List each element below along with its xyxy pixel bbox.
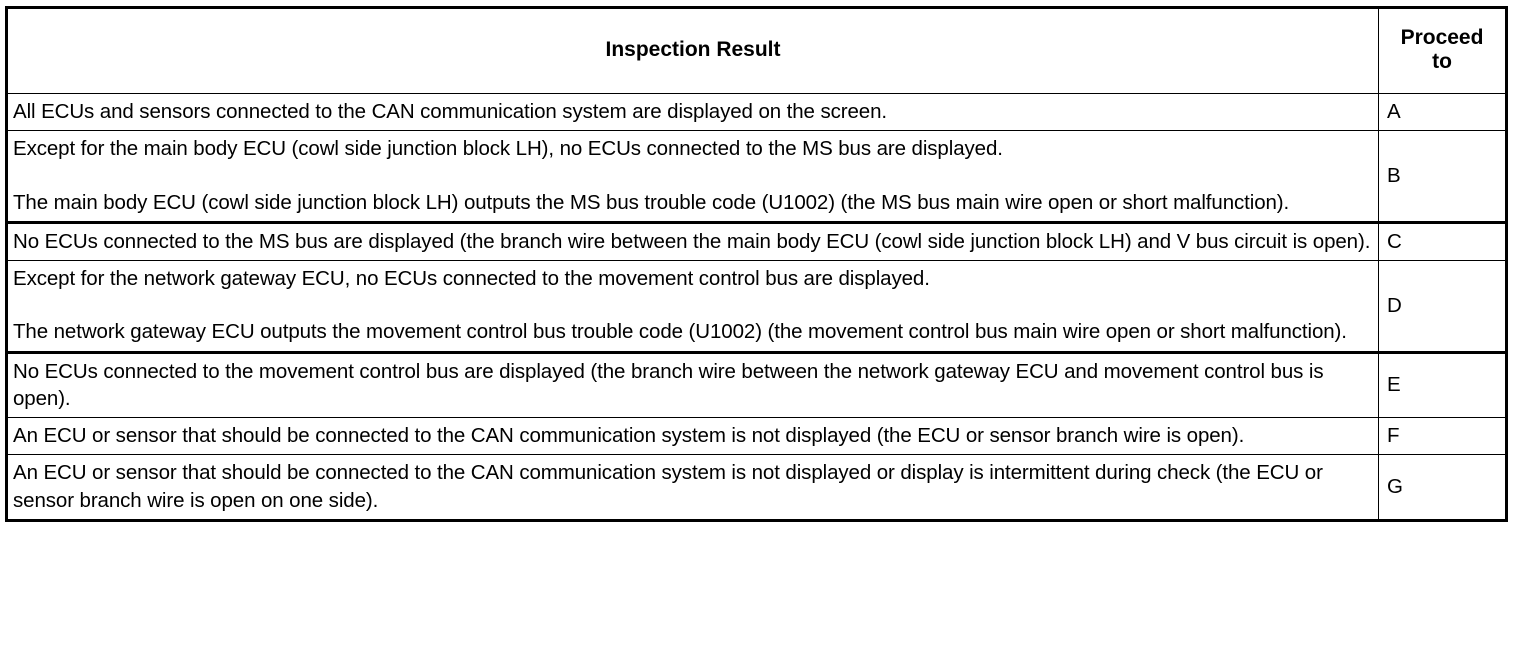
table-header-row: Inspection Result Proceed to	[6, 7, 1507, 94]
cell-proceed-to: B	[1378, 130, 1507, 224]
cell-proceed-to: C	[1378, 221, 1507, 262]
column-header-proceed-to: Proceed to	[1378, 7, 1507, 94]
cell-inspection-result: Except for the main body ECU (cowl side …	[6, 130, 1379, 224]
cell-inspection-result: No ECUs connected to the MS bus are disp…	[6, 221, 1379, 262]
result-paragraph: An ECU or sensor that should be connecte…	[13, 424, 1245, 447]
cell-proceed-to: G	[1378, 454, 1507, 521]
table-row: No ECUs connected to the movement contro…	[6, 351, 1507, 418]
result-paragraph: No ECUs connected to the MS bus are disp…	[13, 229, 1371, 253]
result-paragraph: An ECU or sensor that should be connecte…	[13, 461, 1323, 512]
table-row: An ECU or sensor that should be connecte…	[6, 454, 1507, 521]
cell-proceed-to: F	[1378, 416, 1507, 456]
result-paragraph: No ECUs connected to the movement contro…	[13, 359, 1324, 410]
result-paragraph: Except for the main body ECU (cowl side …	[13, 137, 1003, 161]
cell-proceed-to: A	[1378, 92, 1507, 132]
table-row: An ECU or sensor that should be connecte…	[6, 416, 1507, 456]
cell-inspection-result: An ECU or sensor that should be connecte…	[6, 454, 1379, 521]
result-paragraph: All ECUs and sensors connected to the CA…	[13, 100, 887, 123]
table-body: All ECUs and sensors connected to the CA…	[6, 92, 1507, 521]
table-header: Inspection Result Proceed to	[6, 7, 1507, 94]
table-row: No ECUs connected to the MS bus are disp…	[6, 221, 1507, 262]
column-header-inspection-result: Inspection Result	[6, 7, 1379, 94]
result-paragraph: The network gateway ECU outputs the move…	[13, 320, 1347, 344]
result-paragraph: The main body ECU (cowl side junction bl…	[13, 190, 1290, 214]
cell-inspection-result: An ECU or sensor that should be connecte…	[6, 416, 1379, 456]
table-row: All ECUs and sensors connected to the CA…	[6, 92, 1507, 132]
table-row: Except for the main body ECU (cowl side …	[6, 130, 1507, 224]
cell-inspection-result: All ECUs and sensors connected to the CA…	[6, 92, 1379, 132]
cell-inspection-result: No ECUs connected to the movement contro…	[6, 351, 1379, 418]
cell-inspection-result: Except for the network gateway ECU, no E…	[6, 260, 1379, 354]
inspection-result-table: Inspection Result Proceed to All ECUs an…	[5, 6, 1508, 522]
proceed-to-label-line2: to	[1432, 50, 1452, 73]
cell-proceed-to: D	[1378, 260, 1507, 354]
result-paragraph: Except for the network gateway ECU, no E…	[13, 267, 930, 290]
inspection-result-table-wrapper: Inspection Result Proceed to All ECUs an…	[5, 6, 1508, 522]
cell-proceed-to: E	[1378, 351, 1507, 418]
proceed-to-label-line1: Proceed	[1400, 26, 1484, 50]
table-row: Except for the network gateway ECU, no E…	[6, 260, 1507, 354]
